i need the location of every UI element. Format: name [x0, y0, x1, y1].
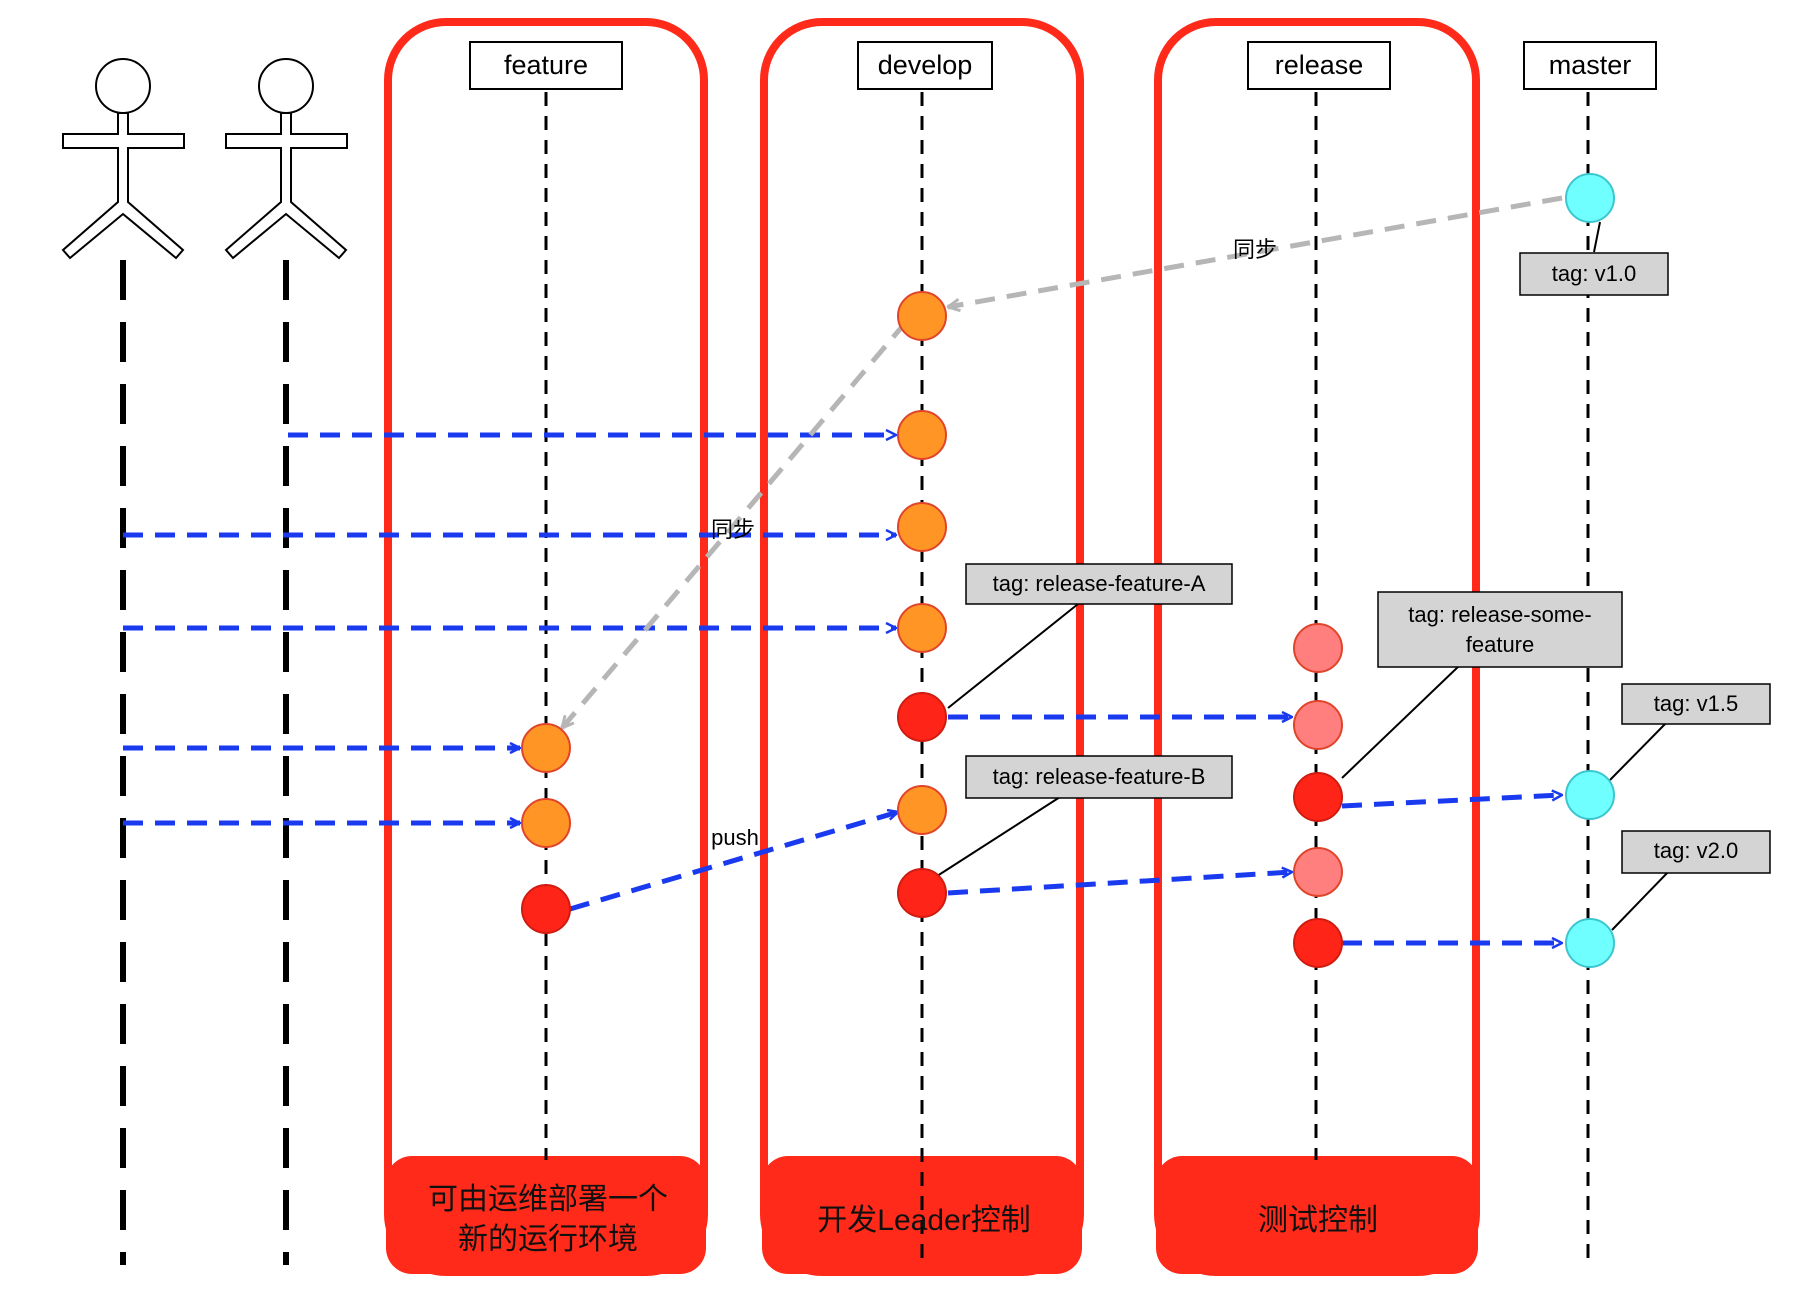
actor-2-body [224, 112, 348, 260]
tag-release-feature-b: tag: release-feature-B [993, 764, 1206, 789]
tag-leader-lines [933, 221, 1671, 931]
footer-feature-line-2: 新的运行环境 [458, 1223, 638, 1256]
actor-1-head [95, 58, 151, 114]
lane-header-master-box [1523, 41, 1657, 90]
leader-release-feature-a [947, 603, 1079, 709]
footer-release [1156, 1156, 1478, 1274]
commit-feature-2[interactable] [521, 798, 571, 848]
tag-release-some-feature-line-1: tag: release-some- [1408, 602, 1591, 627]
commit-master-v1-0[interactable] [1565, 173, 1615, 223]
lane-header-develop-box [857, 41, 993, 90]
commit-develop-4[interactable] [897, 785, 947, 835]
commit-develop-release-feature-b[interactable] [897, 868, 947, 918]
commit-feature-1[interactable] [521, 723, 571, 773]
actor-developer-2 [224, 58, 348, 260]
commits [521, 173, 1615, 968]
tag-box-v2-0 [1621, 830, 1771, 874]
commit-release-2[interactable] [1293, 700, 1343, 750]
lane-header-feature-box [469, 41, 623, 90]
leader-v1-5 [1609, 721, 1668, 781]
tag-box-release-some-feature [1377, 591, 1623, 668]
commit-release-4[interactable] [1293, 918, 1343, 968]
footer-labels: 可由运维部署一个 新的运行环境 开发Leader控制 测试控制 [428, 1183, 1378, 1256]
commit-develop-2[interactable] [897, 502, 947, 552]
actor-1-body [61, 112, 185, 260]
tag-v1-0: tag: v1.0 [1552, 261, 1636, 286]
actor-2-head [258, 58, 314, 114]
commit-release-3[interactable] [1293, 847, 1343, 897]
commit-develop-sync[interactable] [897, 291, 947, 341]
arrow-master-sync-develop[interactable] [948, 195, 1563, 307]
commit-release-1[interactable] [1293, 623, 1343, 673]
tag-box-release-feature-b [965, 755, 1233, 799]
footer-feature [386, 1156, 706, 1274]
footer-feature-line-1: 可由运维部署一个 [428, 1183, 668, 1216]
commit-develop-1[interactable] [897, 410, 947, 460]
label-push-feature-develop: push [711, 825, 759, 850]
commit-develop-3[interactable] [897, 603, 947, 653]
commit-master-v1-5[interactable] [1565, 770, 1615, 820]
commit-release-some-feature[interactable] [1293, 772, 1343, 822]
tag-release-feature-a: tag: release-feature-A [993, 571, 1206, 596]
footer-develop [762, 1156, 1082, 1274]
lane-header-master: master [1549, 50, 1632, 80]
leader-release-feature-b [933, 796, 1061, 879]
arrow-develop-to-release-2[interactable] [947, 872, 1292, 896]
label-sync-develop-feature: 同步 [711, 517, 755, 542]
leader-v1-0 [1593, 221, 1601, 253]
footer-release-label: 测试控制 [1258, 1204, 1378, 1237]
edge-labels: 同步 同步 push [711, 237, 1277, 850]
leader-release-some-feature [1341, 664, 1461, 779]
tag-box-v1-0 [1519, 252, 1669, 296]
tag-box-release-feature-a [965, 563, 1233, 605]
arrow-feature-push-develop[interactable] [569, 812, 898, 912]
tag-v2-0: tag: v2.0 [1654, 838, 1738, 863]
lane-headers: feature develop release master [469, 41, 1657, 90]
label-sync-master-develop: 同步 [1233, 237, 1277, 262]
tag-box-v1-5 [1621, 683, 1771, 725]
gray-arrows [562, 195, 1563, 728]
lane-header-feature: feature [504, 50, 588, 80]
footer-develop-label: 开发Leader控制 [817, 1204, 1030, 1237]
blue-arrows [123, 435, 1562, 943]
tag-v1-5: tag: v1.5 [1654, 691, 1738, 716]
lane-header-release-box [1247, 41, 1391, 90]
commit-feature-3[interactable] [521, 884, 571, 934]
tag-labels: tag: v1.0 tag: release-feature-A tag: re… [965, 252, 1771, 874]
actor-developer-1 [61, 58, 185, 260]
lane-header-release: release [1275, 50, 1364, 80]
tag-release-some-feature-line-2: feature [1466, 632, 1535, 657]
arrow-develop-sync-feature[interactable] [562, 320, 908, 728]
lane-header-develop: develop [878, 50, 973, 80]
arrow-release-to-master-1[interactable] [1341, 795, 1562, 809]
lifelines [120, 92, 1590, 1265]
swimlane-footers [386, 1156, 1478, 1274]
leader-v2-0 [1611, 869, 1671, 931]
commit-develop-release-feature-a[interactable] [897, 692, 947, 742]
commit-master-v2-0[interactable] [1565, 918, 1615, 968]
